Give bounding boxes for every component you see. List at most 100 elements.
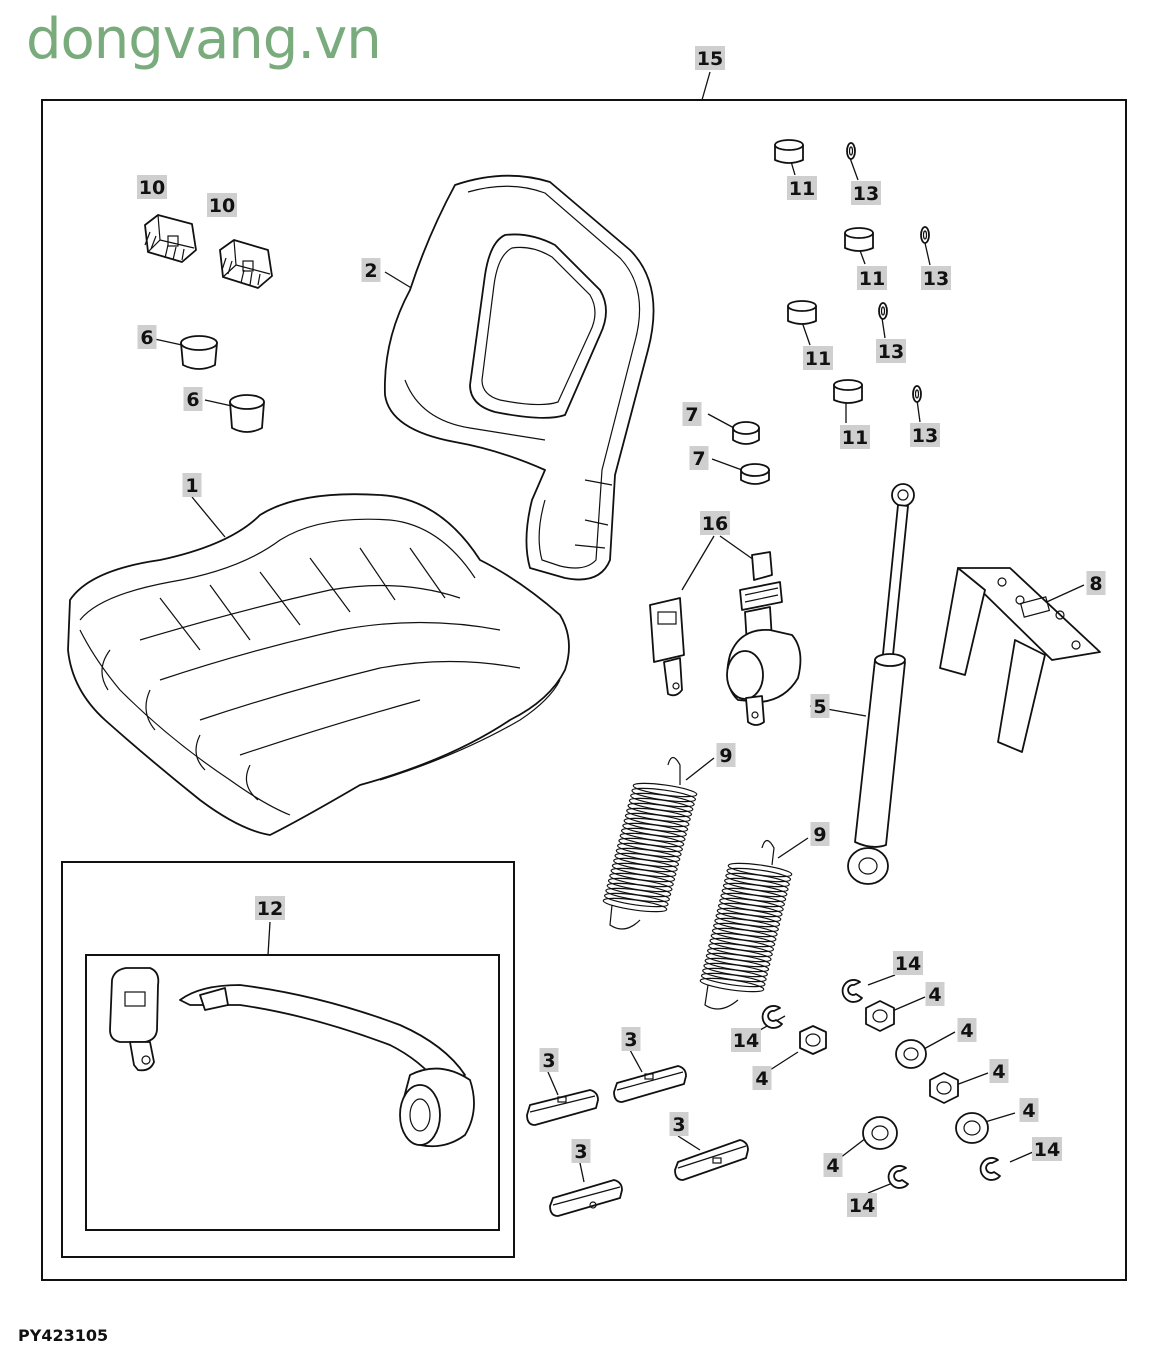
e-clip-part-14d: [887, 1165, 909, 1189]
washer-part-4f: [862, 1116, 898, 1150]
callout-number: 5: [813, 696, 826, 718]
callout-bg: [876, 339, 906, 363]
callout-number: 3: [542, 1050, 555, 1072]
bumper-part-6a: [180, 335, 218, 370]
callout-c16: 16: [700, 511, 730, 535]
callout-number: 16: [702, 513, 728, 535]
callout-bg: [989, 1059, 1009, 1083]
callout-bg: [183, 387, 203, 411]
callout-number: 1: [185, 475, 198, 497]
callout-bg: [700, 511, 730, 535]
callout-c13d: 13: [910, 423, 940, 447]
callout-c14d: 14: [847, 1193, 877, 1217]
callout-bg: [893, 951, 923, 975]
callout-number: 10: [139, 177, 165, 199]
callout-bg: [857, 266, 887, 290]
callout-c4d: 4: [1019, 1098, 1039, 1122]
shock-absorber-part-5: [847, 483, 915, 885]
callout-number: 10: [209, 195, 235, 217]
seat-cushion-part-1: [67, 493, 570, 836]
bumper-part-10a: [144, 214, 197, 263]
callout-bg: [803, 346, 833, 370]
callout-bg: [137, 175, 167, 199]
callout-bg: [1086, 571, 1106, 595]
callout-c2: 2: [361, 258, 381, 282]
callout-c4a: 4: [925, 982, 945, 1006]
callout-bg: [810, 694, 830, 718]
callout-c11a: 11: [787, 176, 817, 200]
callout-c10b: 10: [207, 193, 237, 217]
e-clip-part-14a: [841, 979, 863, 1003]
callout-number: 3: [574, 1141, 587, 1163]
pad-part-3b: [613, 1065, 687, 1103]
callout-number: 6: [140, 327, 153, 349]
callout-number: 13: [878, 341, 904, 363]
bushing-part-11b: [844, 227, 874, 252]
callout-c7a: 7: [682, 402, 702, 426]
leader-lines: [149, 71, 1085, 1194]
callout-bg: [910, 423, 940, 447]
spacer-part-7a: [732, 421, 760, 445]
callout-number: 11: [805, 348, 831, 370]
clip-part-13b: [920, 226, 930, 244]
callout-number: 4: [826, 1155, 839, 1177]
callout-number: 8: [1089, 573, 1102, 595]
callout-c6b: 6: [183, 387, 203, 411]
callout-number: 9: [813, 824, 826, 846]
callout-number: 14: [733, 1030, 759, 1052]
callout-bg: [682, 402, 702, 426]
callout-bg: [731, 1028, 761, 1052]
callout-c3b: 3: [621, 1027, 641, 1051]
pad-part-3c: [549, 1179, 623, 1217]
seat-belt-part-16: [649, 551, 802, 726]
callout-c11b: 11: [857, 266, 887, 290]
callout-bg: [361, 258, 381, 282]
callout-number: 3: [624, 1029, 637, 1051]
callout-bg: [571, 1139, 591, 1163]
callout-c4c: 4: [989, 1059, 1009, 1083]
callout-bg: [921, 266, 951, 290]
callout-c14c: 14: [1032, 1137, 1062, 1161]
callout-bg: [255, 896, 285, 920]
nut-part-4a: [799, 1025, 827, 1055]
bushing-part-11a: [774, 139, 804, 164]
callout-number: 2: [364, 260, 377, 282]
callout-bg: [669, 1112, 689, 1136]
bushing-part-11d: [833, 379, 863, 404]
callout-bg: [957, 1018, 977, 1042]
nut-part-4d: [929, 1072, 959, 1104]
callout-number: 9: [719, 745, 732, 767]
callout-number: 4: [1022, 1100, 1035, 1122]
callout-bg: [539, 1048, 559, 1072]
callout-c10a: 10: [137, 175, 167, 199]
callout-c11d: 11: [840, 425, 870, 449]
callout-c1: 1: [182, 473, 202, 497]
callout-number: 7: [692, 448, 705, 470]
callout-bg: [1032, 1137, 1062, 1161]
kit-frame-12-outer: [61, 861, 515, 1258]
seat-belt-kit-part-12: [109, 967, 475, 1148]
callout-c14b: 14: [731, 1028, 761, 1052]
figure-code: PY423105: [18, 1326, 109, 1345]
callout-c14a: 14: [893, 951, 923, 975]
callout-c13c: 13: [876, 339, 906, 363]
spacer-part-7b: [740, 463, 770, 485]
callout-number: 4: [755, 1068, 768, 1090]
callout-c9a: 9: [716, 743, 736, 767]
callout-number: 15: [697, 48, 723, 70]
callout-c13b: 13: [921, 266, 951, 290]
callout-c12: 12: [255, 896, 285, 920]
callout-number: 13: [923, 268, 949, 290]
watermark-logo: dongvang.vn: [26, 7, 382, 72]
callout-c9b: 9: [810, 822, 830, 846]
callout-bg: [925, 982, 945, 1006]
callout-c6a: 6: [137, 325, 157, 349]
washer-part-4e: [955, 1112, 989, 1144]
callout-number: 14: [1034, 1139, 1060, 1161]
clip-part-13d: [912, 385, 922, 403]
callout-bg: [851, 181, 881, 205]
clip-part-13c: [878, 302, 888, 320]
assembly-frame-15: [41, 99, 1127, 1281]
